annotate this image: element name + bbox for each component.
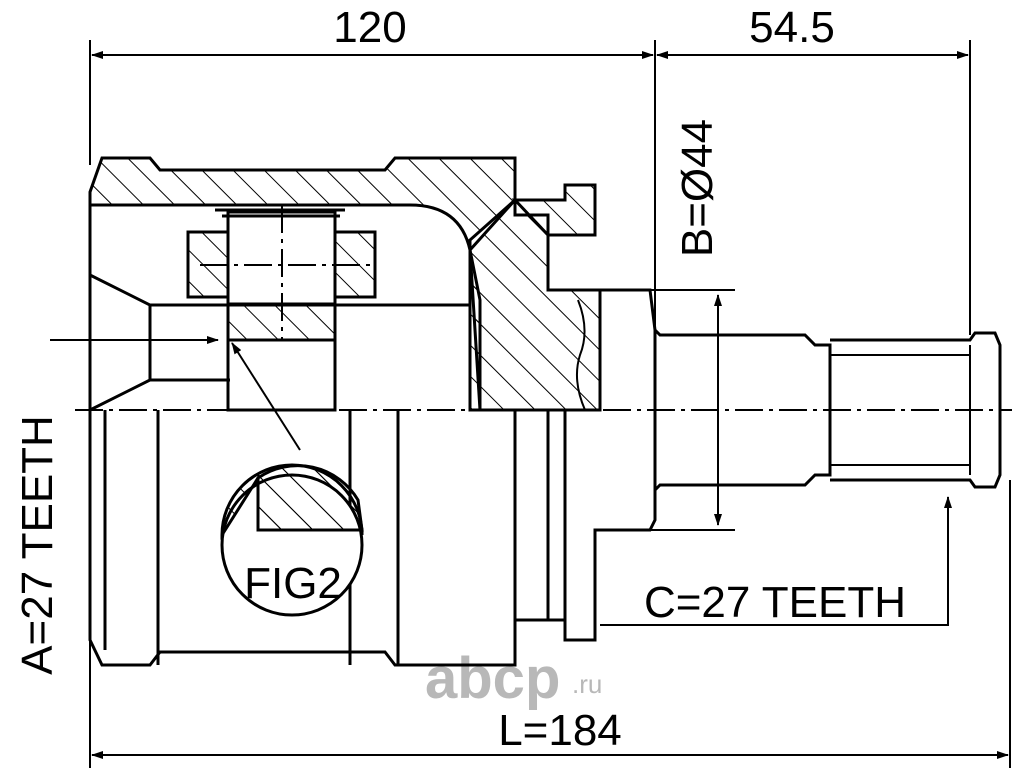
tripod-roller bbox=[186, 205, 377, 412]
label-c-teeth: C=27 TEETH bbox=[644, 578, 906, 627]
dimension-120: 120 bbox=[333, 3, 406, 52]
dimension-54-5: 54.5 bbox=[749, 3, 835, 52]
diameter-dimension bbox=[600, 289, 735, 531]
bottom-dimension-lines bbox=[89, 480, 1011, 768]
figure-label: FIG2 bbox=[244, 559, 342, 608]
watermark: abcp bbox=[425, 646, 560, 711]
housing-bore-taper bbox=[89, 273, 152, 412]
dimension-diameter: B=Ø44 bbox=[673, 119, 722, 257]
top-dimension-lines bbox=[89, 40, 971, 335]
fig2-detail bbox=[220, 342, 364, 617]
watermark-suffix: .ru bbox=[572, 669, 602, 699]
label-c-leader bbox=[600, 496, 952, 626]
dimension-length: L=184 bbox=[498, 706, 622, 755]
flange-section bbox=[511, 183, 597, 237]
housing-upper-section bbox=[88, 156, 517, 412]
label-a-teeth: A=27 TEETH bbox=[13, 415, 62, 675]
